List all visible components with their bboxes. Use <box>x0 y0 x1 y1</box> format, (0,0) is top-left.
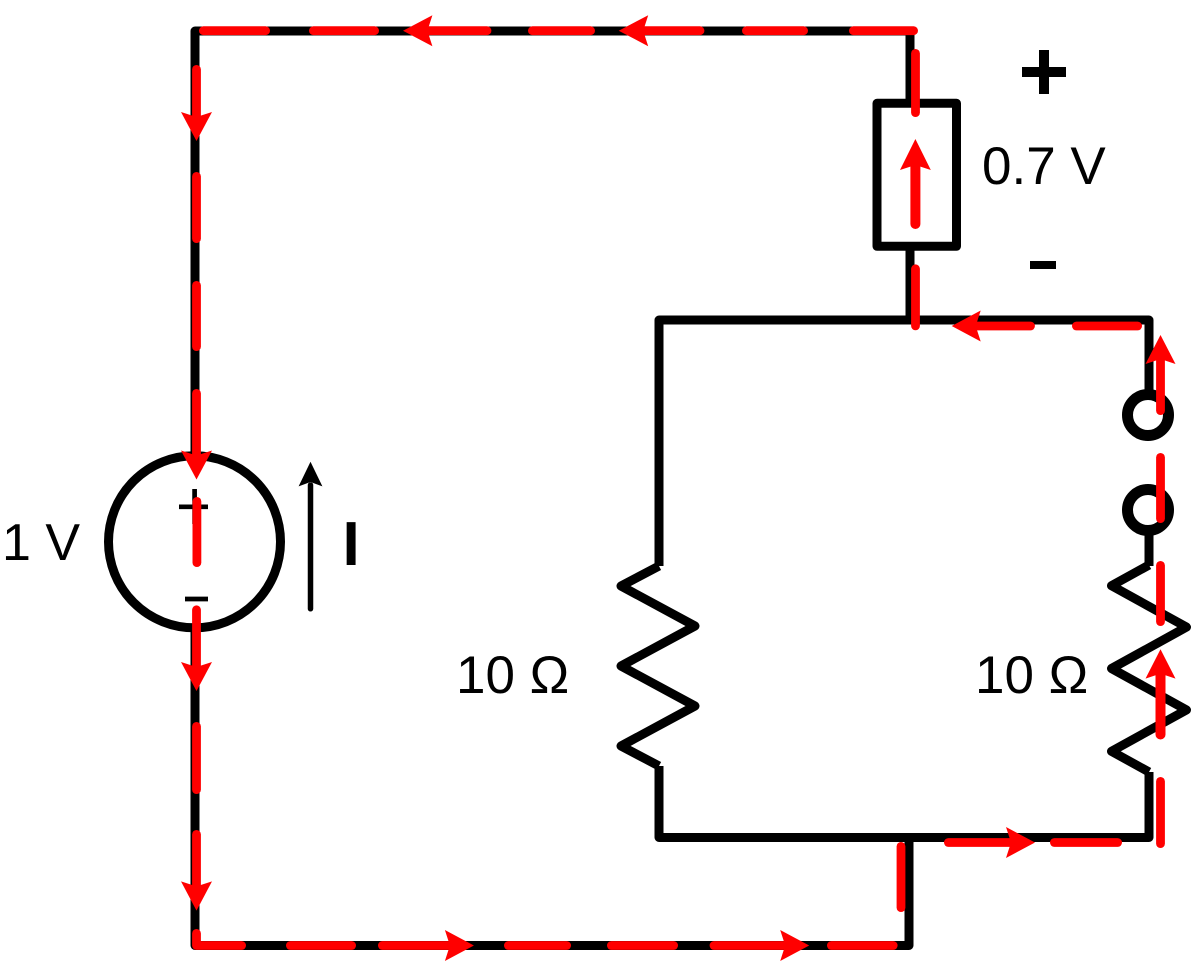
svg-text:1 V: 1 V <box>2 514 80 572</box>
svg-text:I: I <box>343 510 360 579</box>
svg-text:10 Ω: 10 Ω <box>456 646 569 705</box>
svg-text:10 Ω: 10 Ω <box>975 646 1088 705</box>
svg-text:0.7 V: 0.7 V <box>982 137 1106 196</box>
